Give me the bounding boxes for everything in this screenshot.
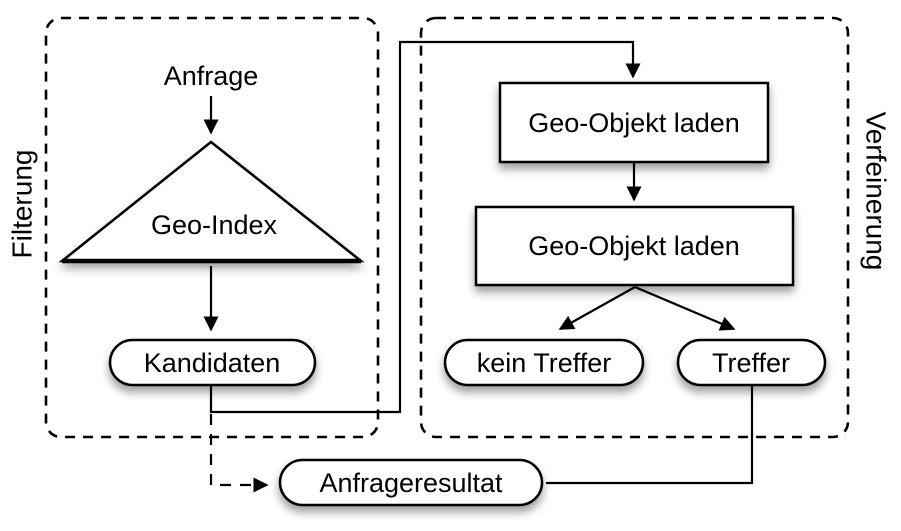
kandidaten-label: Kandidaten (144, 348, 281, 378)
geo-objekt-laden-1-rect (498, 81, 770, 164)
edge-kandidaten-to-geo-objekt-laden-1 (209, 40, 641, 414)
treffer-label: Treffer (712, 348, 790, 378)
geo-index-label: Geo-Index (151, 210, 278, 240)
edge-geo-objekt-laden-2-to-kein-treffer (558, 286, 636, 330)
geo-objekt-laden-1-node: Geo-Objekt laden (498, 81, 770, 164)
geo-index-triangle (58, 140, 365, 263)
anfrageresultat-label: Anfrageresultat (319, 468, 503, 498)
geo-objekt-laden-2-label: Geo-Objekt laden (528, 231, 740, 261)
edge-treffer-to-anfrageresultat (546, 386, 754, 485)
geo-objekt-laden-2-rect (474, 205, 795, 287)
geo-objekt-laden-2-node: Geo-Objekt laden (474, 205, 795, 287)
kandidaten-oval (108, 338, 317, 387)
kein-treffer-oval (443, 338, 645, 387)
edge-kandidaten-to-anfrageresultat-dashed (209, 414, 269, 493)
anfrageresultat-node: Anfrageresultat (278, 458, 544, 507)
treffer-node: Treffer (676, 338, 827, 387)
treffer-oval (676, 338, 827, 387)
geo-index-node: Geo-Index (58, 140, 365, 264)
filterung-region-label: Filterung (7, 150, 38, 259)
kein-treffer-label: kein Treffer (477, 348, 612, 378)
verfeinerung-region-label: Verfeinerung (861, 112, 892, 271)
anfrageresultat-oval (278, 458, 544, 507)
anfrage-node: Anfrage (164, 61, 259, 91)
geo-objekt-laden-1-label: Geo-Objekt laden (528, 108, 740, 138)
kein-treffer-node: kein Treffer (443, 338, 645, 387)
verfeinerung-region-box (419, 16, 850, 439)
kandidaten-node: Kandidaten (108, 338, 317, 387)
anfrage-label: Anfrage (164, 61, 259, 91)
edge-geo-objekt-laden-2-to-treffer (634, 285, 736, 331)
